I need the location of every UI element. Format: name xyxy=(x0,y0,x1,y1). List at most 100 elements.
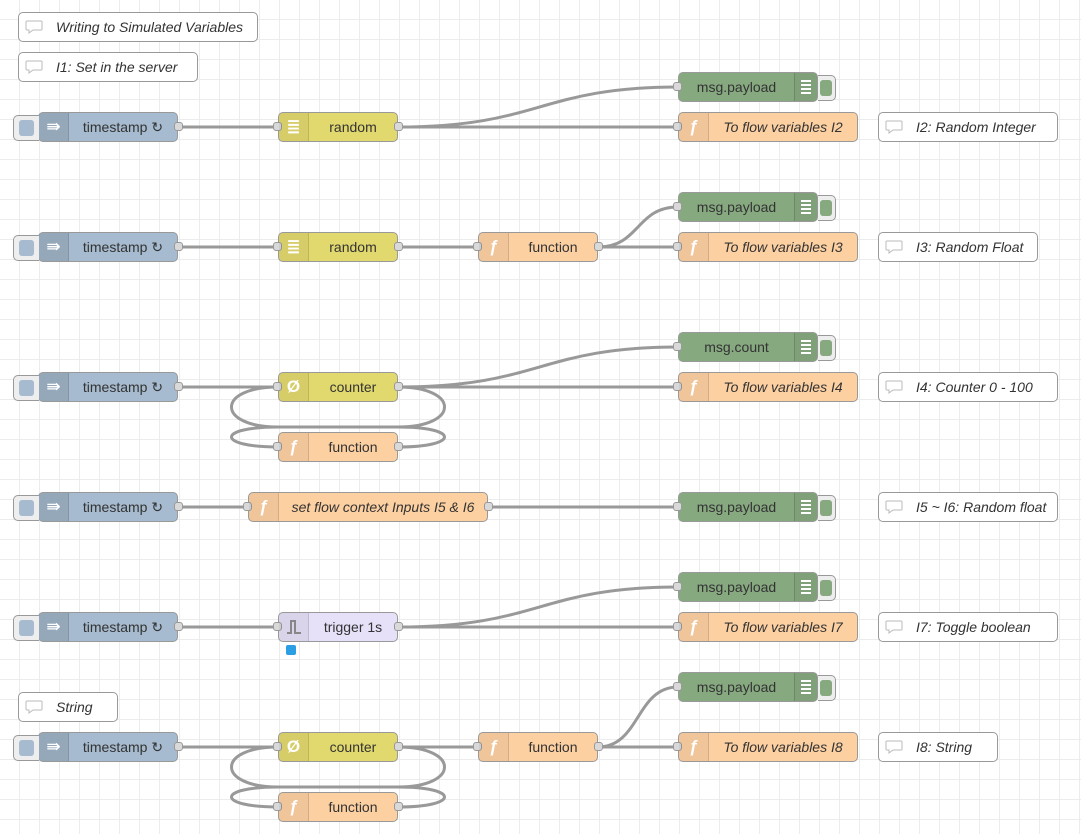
output-port[interactable] xyxy=(394,802,403,811)
node-label: trigger 1s xyxy=(323,619,383,635)
counter-node-2[interactable]: Ø counter xyxy=(273,732,403,762)
inject-node-1[interactable]: ⇛ timestamp ↻ xyxy=(13,112,183,142)
comment-i4[interactable]: I4: Counter 0 - 100 xyxy=(878,372,1058,402)
debug-node-row5[interactable]: msg.payload xyxy=(673,572,836,602)
node-label: timestamp ↻ xyxy=(82,238,164,255)
comment-i5-i6[interactable]: I5 ~ I6: Random float xyxy=(878,492,1058,522)
debug-toggle[interactable] xyxy=(818,575,836,601)
function-node-row6-loop[interactable]: ƒ function xyxy=(273,792,403,822)
input-port[interactable] xyxy=(673,122,682,131)
debug-node-row4[interactable]: msg.payload xyxy=(673,492,836,522)
inject-node-4[interactable]: ⇛ timestamp ↻ xyxy=(13,492,183,522)
output-port[interactable] xyxy=(484,502,493,511)
debug-toggle[interactable] xyxy=(818,675,836,701)
debug-node-row6[interactable]: msg.payload xyxy=(673,672,836,702)
output-port[interactable] xyxy=(394,442,403,451)
random-node-1[interactable]: ≣ random xyxy=(273,112,403,142)
input-port[interactable] xyxy=(273,802,282,811)
input-port[interactable] xyxy=(273,742,282,751)
comment-label: I8: String xyxy=(916,739,973,755)
output-port[interactable] xyxy=(174,622,183,631)
debug-toggle[interactable] xyxy=(818,195,836,221)
input-port[interactable] xyxy=(673,502,682,511)
comment-label: Writing to Simulated Variables xyxy=(56,19,244,35)
input-port[interactable] xyxy=(673,342,682,351)
output-port[interactable] xyxy=(174,242,183,251)
comment-title[interactable]: Writing to Simulated Variables xyxy=(18,12,258,42)
node-label: timestamp ↻ xyxy=(82,738,164,755)
input-port[interactable] xyxy=(273,122,282,131)
debug-node-row3[interactable]: msg.count xyxy=(673,332,836,362)
debug-toggle[interactable] xyxy=(818,335,836,361)
inject-node-3[interactable]: ⇛ timestamp ↻ xyxy=(13,372,183,402)
debug-toggle[interactable] xyxy=(818,495,836,521)
set-flow-context-node[interactable]: ƒ set flow context Inputs I5 & I6 xyxy=(243,492,493,522)
comment-i3[interactable]: I3: Random Float xyxy=(878,232,1038,262)
inject-button[interactable] xyxy=(13,735,39,761)
inject-node-5[interactable]: ⇛ timestamp ↻ xyxy=(13,612,183,642)
arrow-right-icon: ⇛ xyxy=(39,613,69,641)
comment-i7[interactable]: I7: Toggle boolean xyxy=(878,612,1058,642)
speech-bubble-icon xyxy=(19,13,48,41)
input-port[interactable] xyxy=(473,242,482,251)
flow-vars-node-i2[interactable]: ƒ To flow variables I2 xyxy=(673,112,858,142)
inject-button[interactable] xyxy=(13,115,39,141)
output-port[interactable] xyxy=(394,382,403,391)
input-port[interactable] xyxy=(473,742,482,751)
output-port[interactable] xyxy=(394,122,403,131)
output-port[interactable] xyxy=(174,122,183,131)
inject-node-2[interactable]: ⇛ timestamp ↻ xyxy=(13,232,183,262)
trigger-node[interactable]: trigger 1s xyxy=(273,612,403,642)
input-port[interactable] xyxy=(243,502,252,511)
list-icon xyxy=(794,193,817,221)
inject-button[interactable] xyxy=(13,495,39,521)
input-port[interactable] xyxy=(273,382,282,391)
node-label: timestamp ↻ xyxy=(82,118,164,135)
function-node-row2[interactable]: ƒ function xyxy=(473,232,603,262)
input-port[interactable] xyxy=(273,242,282,251)
function-node-row6[interactable]: ƒ function xyxy=(473,732,603,762)
flow-vars-node-i8[interactable]: ƒ To flow variables I8 xyxy=(673,732,858,762)
random-node-2[interactable]: ≣ random xyxy=(273,232,403,262)
input-port[interactable] xyxy=(673,742,682,751)
flow-vars-node-i7[interactable]: ƒ To flow variables I7 xyxy=(673,612,858,642)
input-port[interactable] xyxy=(273,622,282,631)
input-port[interactable] xyxy=(673,242,682,251)
output-port[interactable] xyxy=(594,742,603,751)
function-icon: ƒ xyxy=(479,233,509,261)
input-port[interactable] xyxy=(673,582,682,591)
comment-i8[interactable]: I8: String xyxy=(878,732,998,762)
input-port[interactable] xyxy=(673,382,682,391)
comment-label: I7: Toggle boolean xyxy=(916,619,1031,635)
flow-vars-node-i4[interactable]: ƒ To flow variables I4 xyxy=(673,372,858,402)
input-port[interactable] xyxy=(273,442,282,451)
debug-node-row2[interactable]: msg.payload xyxy=(673,192,836,222)
output-port[interactable] xyxy=(174,502,183,511)
input-port[interactable] xyxy=(673,682,682,691)
output-port[interactable] xyxy=(394,742,403,751)
flow-vars-node-i3[interactable]: ƒ To flow variables I3 xyxy=(673,232,858,262)
node-label: random xyxy=(329,239,377,255)
input-port[interactable] xyxy=(673,622,682,631)
inject-button[interactable] xyxy=(13,375,39,401)
list-icon xyxy=(794,573,817,601)
input-port[interactable] xyxy=(673,82,682,91)
inject-button[interactable] xyxy=(13,235,39,261)
output-port[interactable] xyxy=(174,742,183,751)
input-port[interactable] xyxy=(673,202,682,211)
node-label: timestamp ↻ xyxy=(82,378,164,395)
output-port[interactable] xyxy=(594,242,603,251)
comment-i2[interactable]: I2: Random Integer xyxy=(878,112,1058,142)
debug-node-row1[interactable]: msg.payload xyxy=(673,72,836,102)
comment-string[interactable]: String xyxy=(18,692,118,722)
function-node-row3[interactable]: ƒ function xyxy=(273,432,403,462)
debug-toggle[interactable] xyxy=(818,75,836,101)
output-port[interactable] xyxy=(394,242,403,251)
inject-node-6[interactable]: ⇛ timestamp ↻ xyxy=(13,732,183,762)
counter-node-1[interactable]: Ø counter xyxy=(273,372,403,402)
inject-button[interactable] xyxy=(13,615,39,641)
comment-i1[interactable]: I1: Set in the server xyxy=(18,52,198,82)
node-label: counter xyxy=(329,379,377,395)
output-port[interactable] xyxy=(174,382,183,391)
output-port[interactable] xyxy=(394,622,403,631)
